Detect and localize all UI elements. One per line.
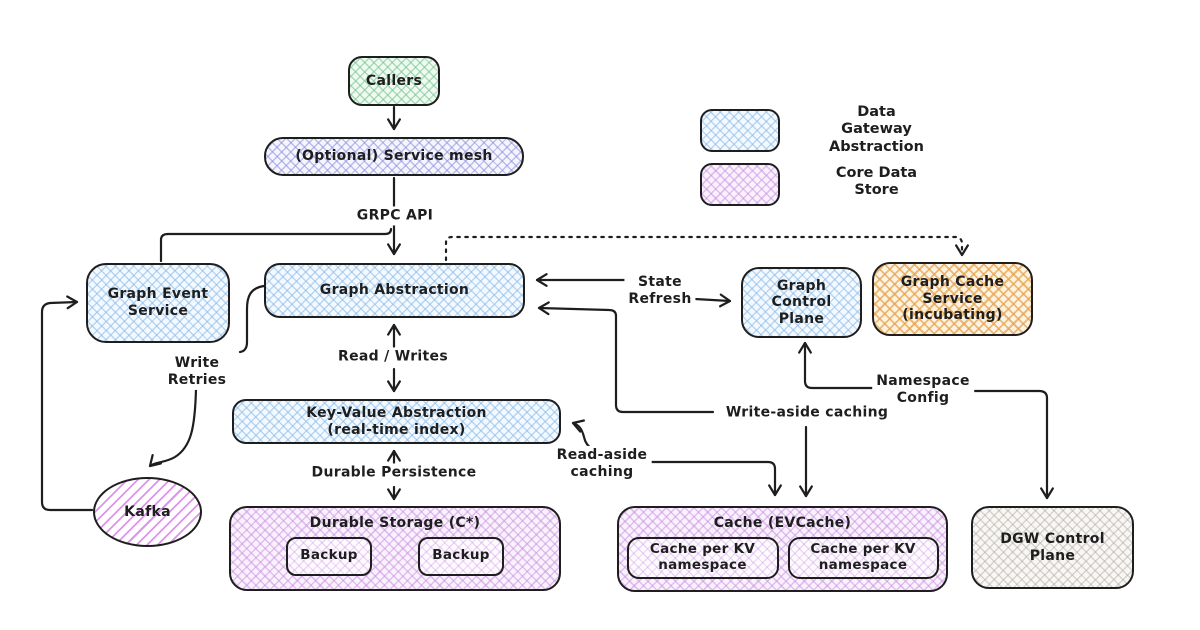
legend-swatch-core-data-store (700, 163, 780, 206)
node-kafka-label: Kafka (124, 503, 171, 520)
node-graph-control-plane-label: Graph Control Plane (771, 277, 832, 327)
edge-label-read-aside-caching: Read-aside caching (552, 445, 652, 483)
node-service-mesh-label: (Optional) Service mesh (295, 148, 493, 165)
legend-swatch-data-gateway (700, 109, 780, 152)
node-graph-event-service-label: Graph Event Service (107, 286, 209, 319)
node-graph-event-service: Graph Event Service (86, 263, 230, 343)
durable-storage-children: Backup Backup (286, 536, 504, 576)
legend-label-core-data-store: Core Data Store (835, 165, 918, 199)
node-callers: Callers (348, 56, 440, 106)
node-kv-abstraction: Key-Value Abstraction (real-time index) (232, 399, 561, 444)
node-kafka: Kafka (93, 477, 202, 547)
node-backup-1-label: Backup (300, 547, 358, 564)
edge-label-state-refresh: State Refresh (624, 272, 696, 310)
edge-label-grpc-api: GRPC API (352, 206, 438, 226)
node-cache-namespace-2: Cache per KV namespace (787, 536, 939, 579)
edge-label-durable-persistence: Durable Persistence (307, 463, 481, 483)
node-kv-abstraction-label: Key-Value Abstraction (real-time index) (306, 404, 487, 438)
edge-label-write-retries: Write Retries (163, 353, 231, 391)
node-cache-namespace-1-label: Cache per KV namespace (649, 541, 756, 573)
node-cache-label: Cache (EVCache) (713, 515, 852, 531)
node-cache-namespace-2-label: Cache per KV namespace (810, 541, 916, 573)
node-dgw-control-plane-label: DGW Control Plane (1000, 530, 1105, 564)
node-graph-cache-service-label: Graph Cache Service (incubating) (900, 274, 1005, 324)
node-backup-2: Backup (418, 536, 504, 576)
node-dgw-control-plane: DGW Control Plane (971, 506, 1134, 589)
node-backup-1: Backup (286, 536, 372, 576)
node-durable-storage: Durable Storage (C*) Backup Backup (229, 506, 561, 591)
node-backup-2-label: Backup (432, 547, 490, 564)
edge-label-read-writes: Read / Writes (334, 347, 452, 367)
node-graph-cache-service: Graph Cache Service (incubating) (872, 262, 1033, 336)
node-graph-control-plane: Graph Control Plane (741, 267, 862, 338)
node-cache-namespace-1: Cache per KV namespace (626, 536, 779, 579)
edge-label-namespace-config: Namespace Config (872, 371, 974, 409)
cache-children: Cache per KV namespace Cache per KV name… (626, 536, 939, 579)
legend-label-data-gateway: Data Gateway Abstraction (829, 104, 924, 155)
node-callers-label: Callers (365, 72, 423, 89)
node-cache: Cache (EVCache) Cache per KV namespace C… (617, 506, 948, 592)
node-graph-abstraction: Graph Abstraction (264, 263, 525, 318)
edge-label-write-aside-caching: Write-aside caching (721, 403, 893, 423)
node-service-mesh: (Optional) Service mesh (264, 137, 524, 176)
node-durable-storage-label: Durable Storage (C*) (309, 515, 481, 531)
node-graph-abstraction-label: Graph Abstraction (319, 282, 470, 299)
